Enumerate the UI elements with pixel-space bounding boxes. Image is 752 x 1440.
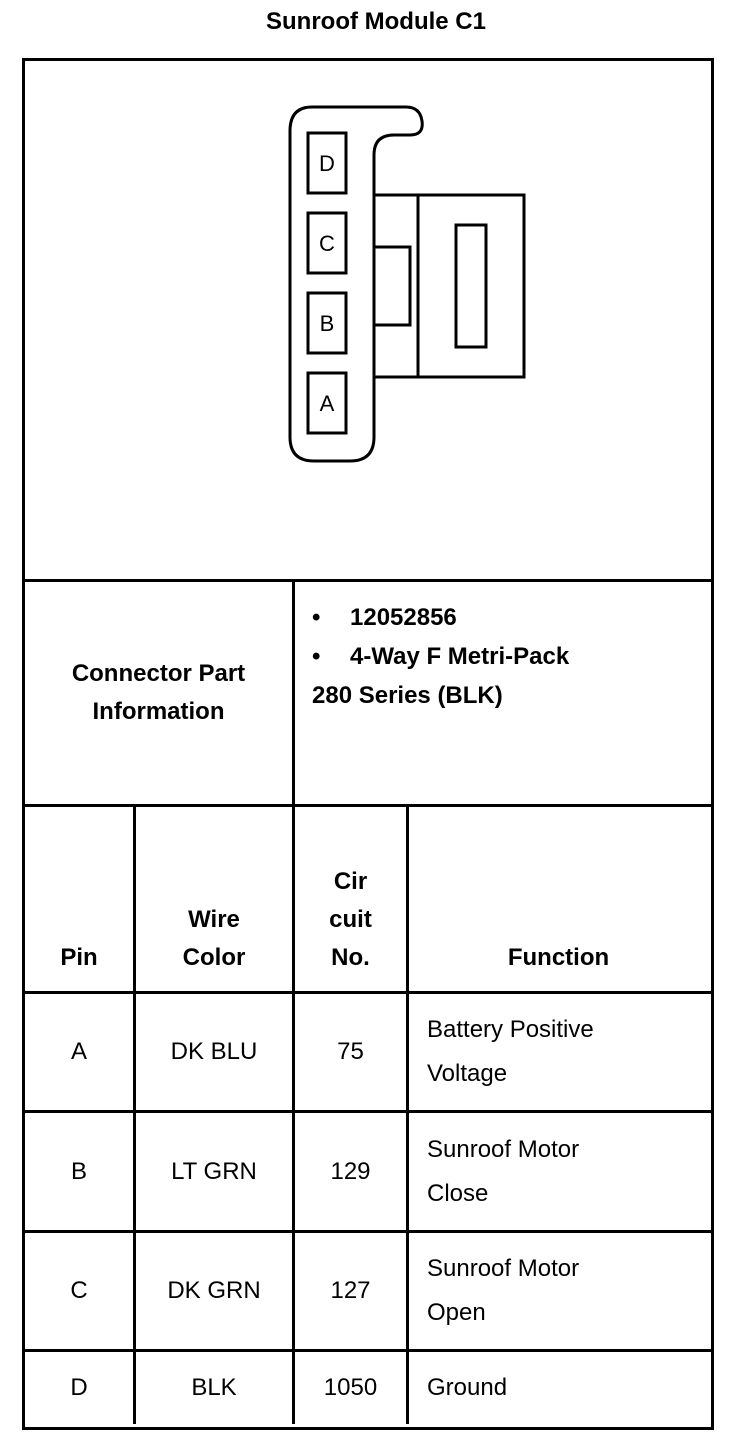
header-pin-label: Pin bbox=[60, 944, 98, 971]
part-description-line1: 4-Way F Metri-Pack bbox=[350, 643, 570, 670]
connector-diagram: D C B A bbox=[288, 105, 526, 463]
page-title: Sunroof Module C1 bbox=[266, 8, 486, 35]
table-row-c-circuit: 127 bbox=[330, 1277, 371, 1304]
header-circuit-line3: No. bbox=[331, 944, 370, 971]
pin-cavity-c bbox=[306, 211, 348, 275]
table-row-d-pin: D bbox=[70, 1374, 88, 1401]
pin-cavity-b bbox=[306, 291, 348, 355]
latch-outer bbox=[372, 193, 526, 379]
table-row-a-pin: A bbox=[70, 1038, 87, 1065]
header-circuit-line2: cuit bbox=[329, 906, 372, 933]
part-info-label-line2: Information bbox=[92, 698, 225, 725]
table-row-b-wire-color: LT GRN bbox=[171, 1157, 257, 1185]
divider bbox=[22, 579, 711, 582]
table-row-d-circuit: 1050 bbox=[323, 1374, 378, 1401]
divider bbox=[22, 1230, 711, 1233]
header-wire-color: Wire Color bbox=[136, 807, 292, 991]
divider bbox=[22, 804, 711, 807]
part-info-label: Connector Part Information bbox=[25, 582, 292, 804]
latch-slot bbox=[454, 223, 488, 349]
header-wire-color-line2: Color bbox=[182, 944, 246, 971]
divider bbox=[22, 991, 711, 994]
part-number: 12052856 bbox=[350, 604, 457, 631]
part-description-item: • 4-Way F Metri-Pack bbox=[312, 637, 569, 676]
divider bbox=[406, 804, 409, 1424]
table-row-c-function: Sunroof Motor Open bbox=[409, 1233, 708, 1349]
header-wire-color-line1: Wire bbox=[188, 906, 240, 933]
part-info-list: • 12052856 • 4-Way F Metri-Pack 280 Series… bbox=[312, 598, 569, 715]
pin-cavity-d bbox=[306, 131, 348, 195]
table-row-c-wire-color: DK GRN bbox=[167, 1277, 261, 1304]
function-line2: Voltage bbox=[427, 1060, 508, 1087]
pin-label-d: D bbox=[319, 151, 335, 176]
bullet: • bbox=[312, 643, 321, 670]
connector-table-frame bbox=[22, 58, 714, 1430]
function-line1: Sunroof Motor bbox=[427, 1255, 580, 1282]
table-row-b-function: Sunroof Motor Close bbox=[409, 1113, 708, 1230]
function-line1: Battery Positive bbox=[427, 1016, 594, 1043]
table-row-d-wire-color: BLK bbox=[191, 1374, 237, 1401]
header-circuit-no: Cir cuit No. bbox=[295, 807, 406, 991]
part-number-item: • 12052856 bbox=[312, 598, 569, 637]
pin-cavity-a bbox=[306, 371, 348, 435]
part-info-label-line1: Connector Part bbox=[71, 660, 246, 687]
function-line1: Ground bbox=[427, 1374, 508, 1401]
part-description-line2: 280 Series (BLK) bbox=[312, 682, 503, 709]
header-pin: Pin bbox=[25, 807, 133, 991]
pin-label-a: A bbox=[320, 391, 335, 416]
header-function-label: Function bbox=[507, 944, 610, 971]
pin-label-b: B bbox=[320, 311, 335, 336]
header-circuit-line1: Cir bbox=[333, 868, 368, 895]
table-row-a-circuit: 75 bbox=[337, 1038, 364, 1065]
pin-label-c: C bbox=[319, 231, 335, 256]
header-function: Function bbox=[409, 807, 708, 991]
divider bbox=[133, 804, 136, 1424]
table-row-b-pin: B bbox=[70, 1157, 87, 1185]
function-line2: Close bbox=[427, 1179, 489, 1207]
divider bbox=[292, 579, 295, 1424]
function-line1: Sunroof Motor bbox=[427, 1135, 580, 1163]
table-row-c-pin: C bbox=[70, 1277, 88, 1304]
table-row-d-function: Ground bbox=[409, 1352, 708, 1424]
bullet: • bbox=[312, 604, 321, 631]
table-row-b-circuit: 129 bbox=[330, 1157, 371, 1185]
table-row-a-wire-color: DK BLU bbox=[170, 1038, 258, 1065]
latch-tab bbox=[372, 245, 412, 327]
table-row-a-function: Battery Positive Voltage bbox=[409, 994, 708, 1110]
function-line2: Open bbox=[427, 1299, 486, 1326]
divider bbox=[22, 1110, 711, 1113]
divider bbox=[22, 1349, 711, 1352]
connector-body-outline bbox=[288, 105, 424, 463]
